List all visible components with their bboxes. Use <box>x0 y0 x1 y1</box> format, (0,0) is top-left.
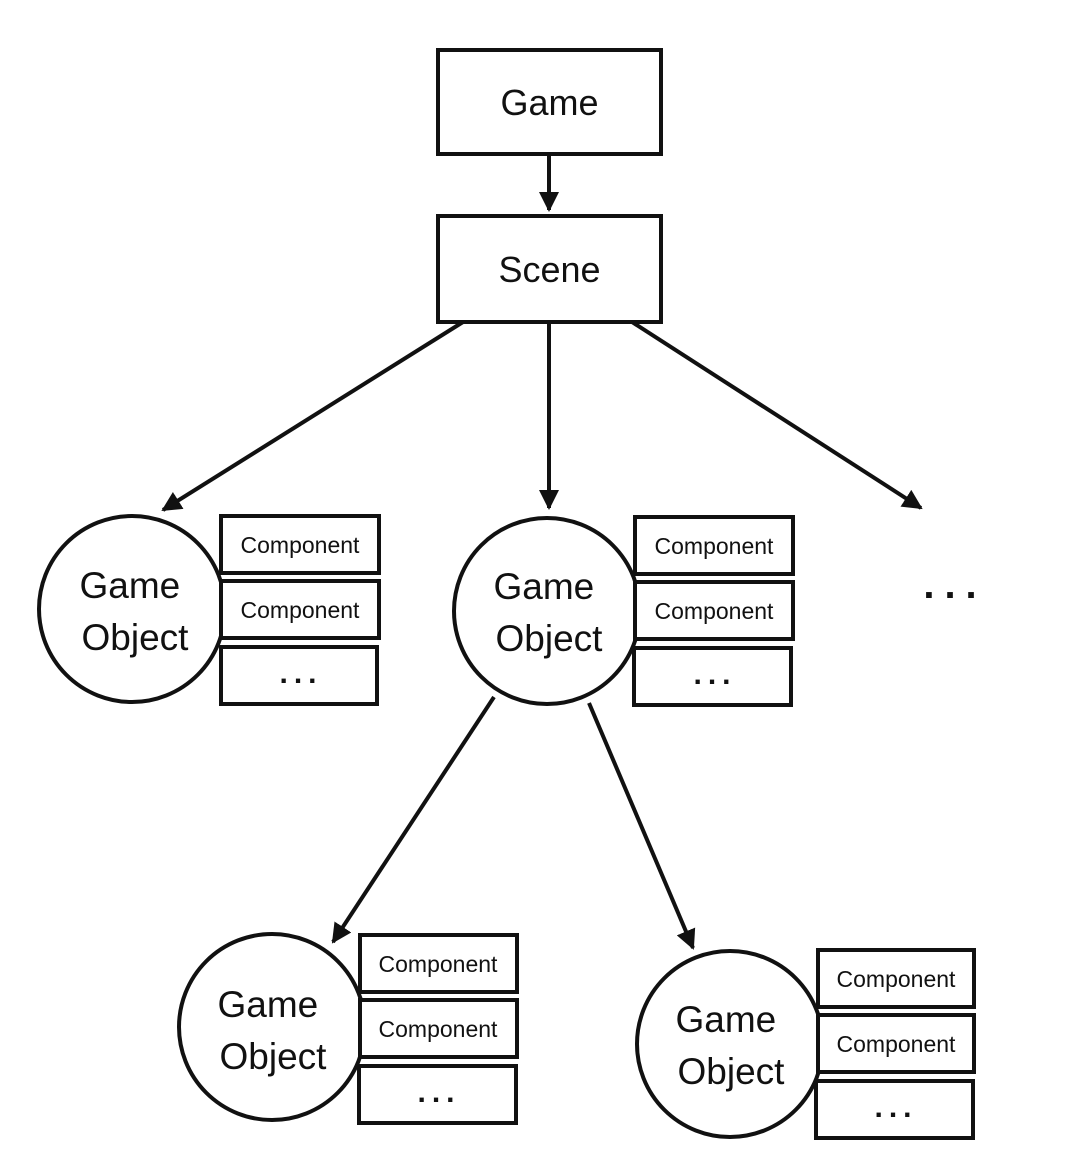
game-object-label-line1: Game <box>493 566 594 607</box>
game-object-left: Game Object Component Component ... <box>37 514 381 706</box>
game-object-label-line2: Object <box>220 1036 328 1077</box>
scene-node: Scene <box>436 214 663 324</box>
game-node: Game <box>436 48 663 156</box>
svg-text:Game Object: Game Object <box>675 999 786 1092</box>
component-label: Component <box>655 533 775 559</box>
component-label: Component <box>379 1016 499 1042</box>
game-object-center: Game Object Component Component ... <box>452 515 795 707</box>
more-siblings: ... <box>923 563 986 607</box>
game-object-label-line2: Object <box>82 617 190 658</box>
edge-scene-to-object-left <box>161 320 465 512</box>
edges <box>161 155 923 950</box>
component-stack: Component Component ... <box>814 948 976 1140</box>
scene-label: Scene <box>498 249 600 290</box>
edge-scene-to-more <box>630 320 923 510</box>
component-label: Component <box>241 532 361 558</box>
game-object-bottom-left: Game Object Component Component ... <box>177 932 519 1125</box>
component-more: ... <box>874 1091 917 1124</box>
game-object-label-line1: Game <box>217 984 318 1025</box>
component-more: ... <box>279 657 322 690</box>
component-stack: Component Component ... <box>219 514 381 706</box>
game-object-label-line1: Game <box>79 565 180 606</box>
component-label: Component <box>837 966 957 992</box>
component-label: Component <box>837 1031 957 1057</box>
game-label: Game <box>500 82 598 123</box>
svg-text:Game Object: Game Object <box>493 566 604 659</box>
svg-text:Game Object: Game Object <box>217 984 328 1077</box>
edge-center-to-object-bottom-right <box>587 702 696 950</box>
component-stack: Component Component ... <box>357 933 519 1125</box>
edge-center-to-object-bottom-left <box>331 695 496 944</box>
component-stack: Component Component ... <box>632 515 795 707</box>
game-object-label-line2: Object <box>496 618 604 659</box>
component-more: ... <box>417 1076 460 1109</box>
game-object-bottom-right: Game Object Component Component ... <box>635 948 976 1140</box>
svg-text:Game Object: Game Object <box>79 565 190 658</box>
component-more: ... <box>693 658 736 691</box>
component-label: Component <box>379 951 499 977</box>
game-object-label-line1: Game <box>675 999 776 1040</box>
component-label: Component <box>241 597 361 623</box>
component-label: Component <box>655 598 775 624</box>
game-object-label-line2: Object <box>678 1051 786 1092</box>
